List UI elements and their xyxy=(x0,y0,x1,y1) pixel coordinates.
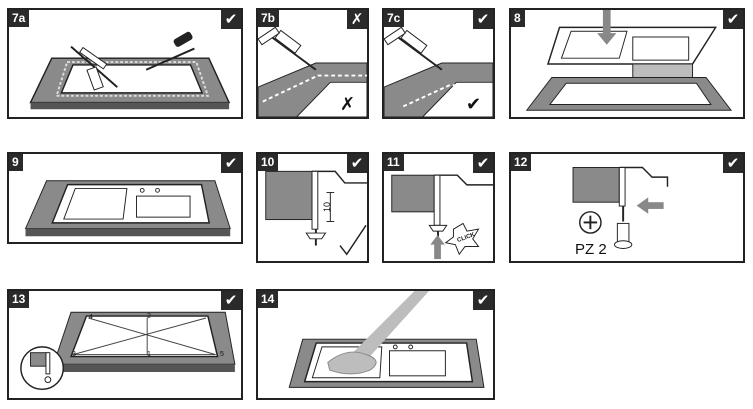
step-7c-panel: 7c ✔ ✔ xyxy=(382,8,495,119)
tighten-screws-illustration xyxy=(572,166,669,249)
caulking-gun-icon xyxy=(384,26,443,71)
correct-sealant-illustration xyxy=(384,26,493,117)
step-8-panel: 8 ✔ xyxy=(509,8,745,119)
step-label: 11 xyxy=(384,154,404,171)
cross-icon: ✗ xyxy=(347,10,367,29)
step-label: 14 xyxy=(258,291,279,308)
step-label: 10 xyxy=(258,154,279,171)
tightening-order-illustration xyxy=(20,311,236,391)
step-label: 7b xyxy=(258,10,280,27)
screwdriver-bit-icon xyxy=(613,222,633,249)
sink-cutout-sealant-illustration xyxy=(29,31,231,110)
caulking-gun-icon xyxy=(258,26,317,71)
point-label-5: 5 xyxy=(220,351,224,358)
point-label-3: 3 xyxy=(72,351,76,358)
up-arrow-icon xyxy=(430,234,445,260)
step-7a-panel: 7a ✔ xyxy=(7,8,243,119)
screwdriver-icon xyxy=(145,31,195,71)
bit-size-label: PZ 2 xyxy=(575,241,607,258)
point-label-1: 1 xyxy=(147,351,151,358)
pozidriv-head-icon xyxy=(579,211,602,234)
step-label: 12 xyxy=(511,154,532,171)
check-icon: ✔ xyxy=(723,10,743,29)
caulking-gun-icon xyxy=(70,45,118,91)
check-icon: ✔ xyxy=(221,291,241,310)
step-label: 13 xyxy=(9,291,30,308)
clamp-detail-illustration xyxy=(265,170,367,256)
clean-sink-illustration xyxy=(288,291,485,388)
insert-sink-illustration xyxy=(525,10,733,111)
point-label-4: 4 xyxy=(89,314,93,321)
clamp-click-illustration xyxy=(391,174,493,260)
check-icon: ✔ xyxy=(473,154,493,173)
step-label: 9 xyxy=(9,154,23,171)
step-label: 7a xyxy=(9,10,30,27)
incorrect-sealant-illustration xyxy=(258,26,367,117)
dimension-label: 10 xyxy=(322,201,333,213)
check-icon: ✔ xyxy=(473,10,493,29)
check-icon: ✔ xyxy=(347,154,367,173)
check-icon: ✔ xyxy=(221,10,241,29)
magnifier-detail-icon xyxy=(20,346,65,391)
step-label: 8 xyxy=(511,10,525,27)
left-arrow-icon xyxy=(636,197,664,214)
step-9-panel: 9 ✔ xyxy=(7,152,243,244)
sink-installed-illustration xyxy=(24,180,231,237)
point-label-2: 2 xyxy=(147,313,151,320)
step-14-panel: 14 ✔ xyxy=(256,289,495,400)
check-icon: ✔ xyxy=(473,291,493,310)
step-7b-panel: 7b ✗ ✗ xyxy=(256,8,369,119)
step-label: 7c xyxy=(384,10,405,27)
step-10-panel: 10 ✔ 10 xyxy=(256,152,369,263)
check-icon: ✔ xyxy=(221,154,241,173)
step-13-panel: 13 ✔ 4 2 3 1 5 xyxy=(7,289,243,400)
check-icon: ✔ xyxy=(723,154,743,173)
correct-mark-icon: ✔ xyxy=(466,94,482,115)
step-12-panel: 12 ✔ PZ 2 xyxy=(509,152,745,263)
step-11-panel: 11 ✔ CLICK xyxy=(382,152,495,263)
incorrect-mark-icon: ✗ xyxy=(340,94,356,115)
down-arrow-icon xyxy=(597,10,617,45)
cleaning-cloth-icon xyxy=(327,291,429,375)
